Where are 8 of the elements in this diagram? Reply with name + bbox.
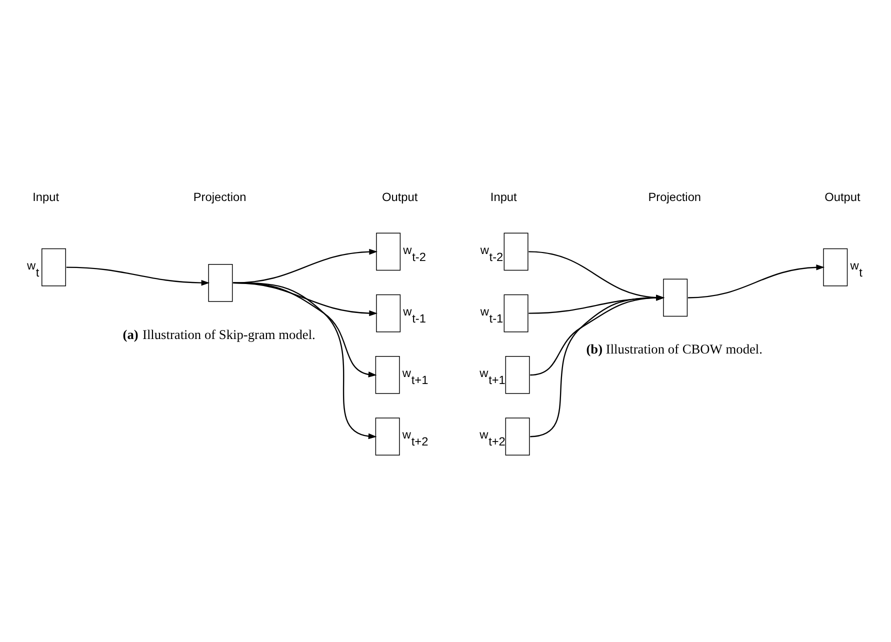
- label: Input: [32, 190, 60, 204]
- label: Projection: [648, 190, 702, 204]
- label: (a) Illustration of Skip-gram model.: [122, 326, 316, 342]
- label: Output: [824, 190, 860, 204]
- label: Projection: [193, 190, 246, 204]
- label: Input: [490, 190, 517, 204]
- label: Output: [382, 190, 418, 204]
- label: (b) Illustration of CBOW model.: [586, 341, 762, 356]
